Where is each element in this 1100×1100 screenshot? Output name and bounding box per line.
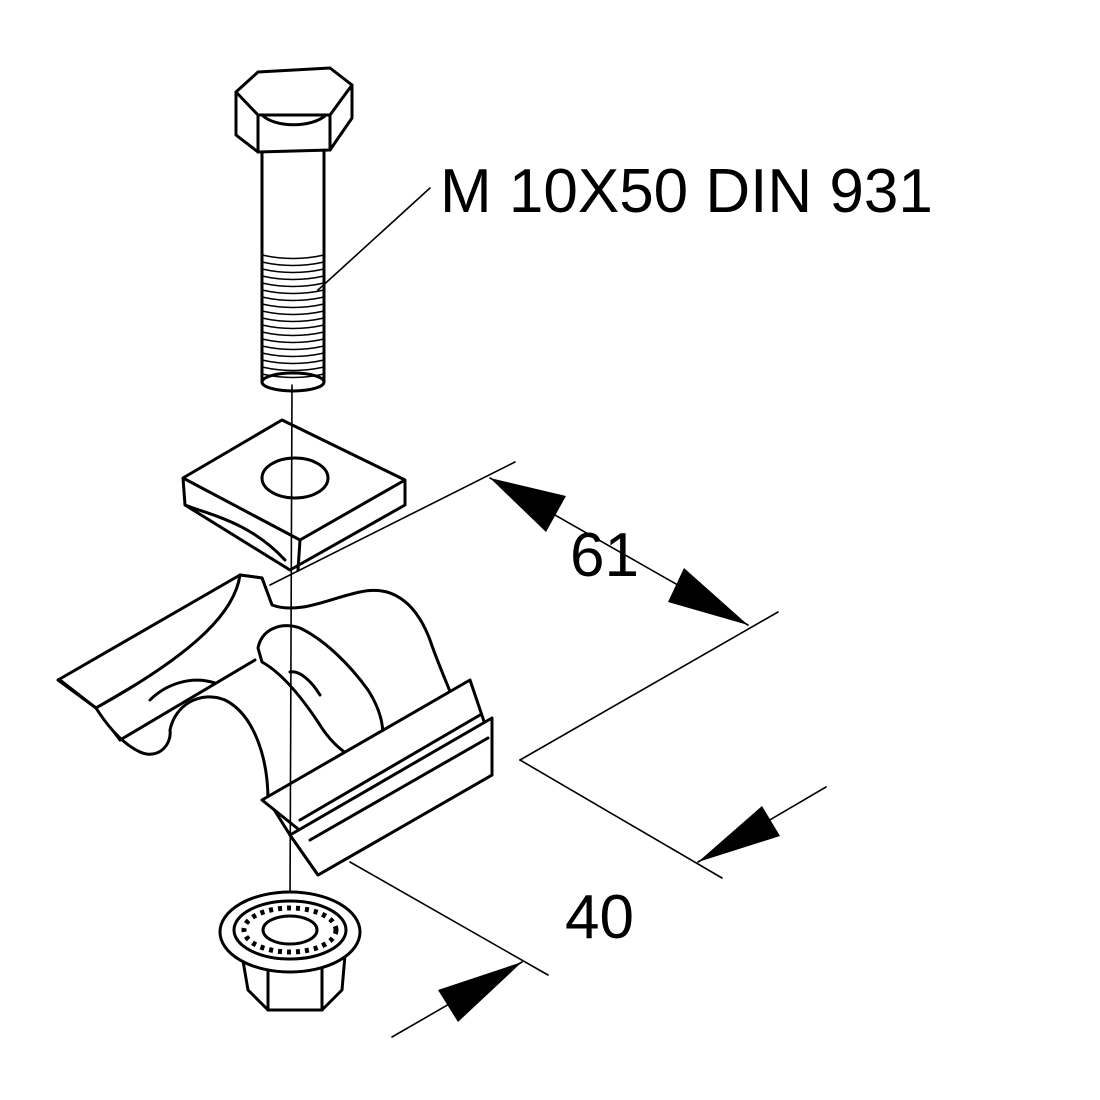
serration-ring <box>241 905 339 955</box>
dimension-arrows <box>438 478 780 1022</box>
arrow-61-top <box>490 478 566 532</box>
arrow-40-right <box>698 806 780 862</box>
bolt-callout-label: M 10X50 DIN 931 <box>440 157 933 226</box>
arrow-61-bottom <box>668 568 748 625</box>
bolt-thread <box>261 254 325 379</box>
arrow-40-left <box>438 962 522 1022</box>
square-washer <box>181 418 407 572</box>
flange-nut <box>218 890 362 1012</box>
hex-bolt <box>234 66 354 393</box>
dimension-label-40: 40 <box>565 883 634 952</box>
callout-leader <box>317 187 431 291</box>
dimension-label-61: 61 <box>570 521 639 590</box>
assembly-axis <box>289 384 293 906</box>
saddle-clamp <box>56 573 494 877</box>
